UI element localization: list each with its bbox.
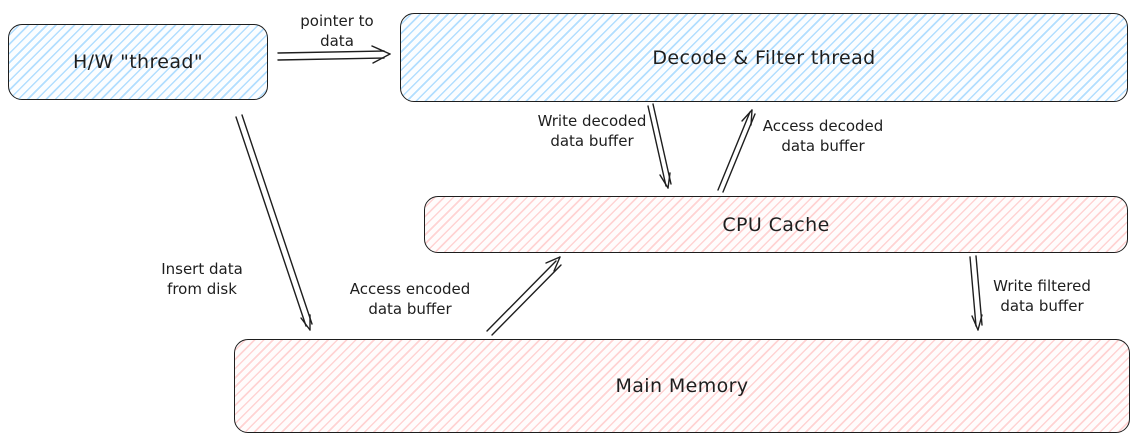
node-cpu-cache-label: CPU Cache (722, 213, 830, 236)
node-hw-thread-label: H/W "thread" (72, 51, 204, 73)
node-decode-filter-thread: Decode & Filter thread (400, 13, 1128, 102)
node-main-memory: Main Memory (234, 339, 1130, 433)
node-decode-filter-thread-label: Decode & Filter thread (652, 46, 876, 69)
node-cpu-cache: CPU Cache (424, 196, 1128, 253)
edge-label-pointer-to-data: pointer to data (300, 12, 374, 50)
arrow-access-decoded (717, 109, 756, 193)
edge-label-write-decoded: Write decoded data buffer (537, 112, 647, 150)
edge-label-access-encoded: Access encoded data buffer (349, 280, 471, 318)
edge-label-write-filtered: Write filtered data buffer (993, 277, 1091, 315)
edge-label-access-decoded: Access decoded data buffer (762, 117, 884, 155)
node-main-memory-label: Main Memory (615, 375, 749, 397)
node-hw-thread: H/W "thread" (8, 24, 268, 100)
arrow-access-encoded (486, 256, 562, 336)
edge-label-insert-data: Insert data from disk (161, 260, 243, 298)
